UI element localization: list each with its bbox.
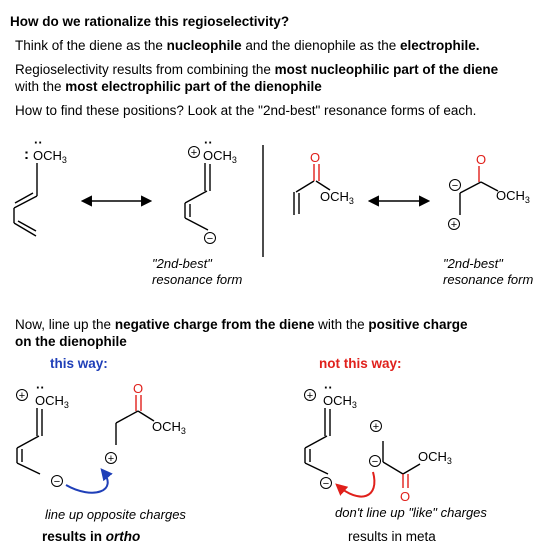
meta-dienophile-och3-label: OCH3 (418, 449, 452, 466)
dienophile-resonance-structure (459, 166, 499, 215)
positive-charge-symbol: + (19, 390, 25, 402)
ortho-dienophile-carbonyl-o: O (133, 381, 143, 396)
meta-diene-structure (304, 408, 331, 475)
blue-curved-arrow (65, 468, 113, 494)
diene-och3-label: OCH3 (33, 148, 67, 165)
negative-charge-symbol: − (372, 456, 378, 468)
negative-charge-icon (204, 232, 216, 244)
ortho-dienophile-structure (115, 395, 155, 445)
ortho-diene-structure (16, 408, 43, 475)
diene-resonance-caption: "2nd-best"resonance form (152, 256, 243, 287)
meta-result: results in meta (348, 529, 436, 544)
like-charges-caption: don't line up "like" charges (335, 505, 487, 520)
negative-charge-symbol: − (207, 233, 213, 245)
red-curved-arrow (335, 471, 376, 498)
dienophile-resonance-och3-label: OCH3 (496, 188, 530, 205)
positive-charge-symbol: + (108, 453, 114, 465)
positive-charge-symbol: + (307, 390, 313, 402)
this-way-label: this way: (50, 356, 108, 371)
dienophile-resonance-carbonyl-o: O (476, 152, 486, 167)
diene-resonance-structure (184, 163, 211, 231)
ortho-diene-o-lone-pair-dots: ·· (36, 380, 45, 395)
dienophile-carbonyl-o: O (310, 150, 320, 165)
diene-lone-pair-colon: : (24, 146, 29, 163)
not-this-way-label: not this way: (319, 356, 402, 371)
negative-charge-icon (449, 179, 461, 191)
positive-charge-symbol: + (191, 147, 197, 159)
diene-resonance-och3-label: OCH3 (203, 148, 237, 165)
negative-charge-icon (320, 477, 332, 489)
diene-o-lone-pair-dots: ·· (34, 135, 43, 150)
positive-charge-icon (16, 389, 28, 401)
ortho-diene-och3-label: OCH3 (35, 393, 69, 410)
positive-charge-icon (105, 452, 117, 464)
negative-charge-symbol: − (323, 478, 329, 490)
opposite-charges-caption: line up opposite charges (45, 507, 186, 522)
intro-line: Think of the diene as the nucleophile an… (15, 38, 480, 53)
diene-resonance-o-lone-pair-dots: ·· (204, 135, 213, 150)
diene-structure (13, 163, 38, 237)
positive-charge-icon (304, 389, 316, 401)
negative-charge-icon (369, 455, 381, 467)
positive-charge-icon (188, 146, 200, 158)
meta-dienophile-structure (382, 441, 421, 488)
dienophile-och3-label: OCH3 (320, 189, 354, 206)
resonance-question: How to find these positions? Look at the… (15, 103, 477, 118)
meta-dienophile-carbonyl-o: O (400, 489, 410, 504)
ortho-dienophile-ch3-label: OCH3 (152, 419, 186, 436)
line-up-paragraph: Now, line up the negative charge from th… (15, 317, 468, 349)
dienophile-resonance-caption: "2nd-best"resonance form (443, 256, 534, 287)
page-heading: How do we rationalize this regioselectiv… (10, 14, 290, 29)
meta-diene-och3-label: OCH3 (323, 393, 357, 410)
negative-charge-symbol: − (452, 180, 458, 192)
ortho-result: results in ortho (42, 529, 141, 544)
positive-charge-icon (370, 420, 382, 432)
regioselectivity-paragraph: Regioselectivity results from combining … (15, 62, 499, 94)
positive-charge-symbol: + (373, 421, 379, 433)
positive-charge-symbol: + (451, 219, 457, 231)
meta-diene-o-lone-pair-dots: ·· (324, 380, 333, 395)
dienophile-structure (293, 164, 331, 215)
negative-charge-symbol: − (54, 476, 60, 488)
positive-charge-icon (448, 218, 460, 230)
negative-charge-icon (51, 475, 63, 487)
